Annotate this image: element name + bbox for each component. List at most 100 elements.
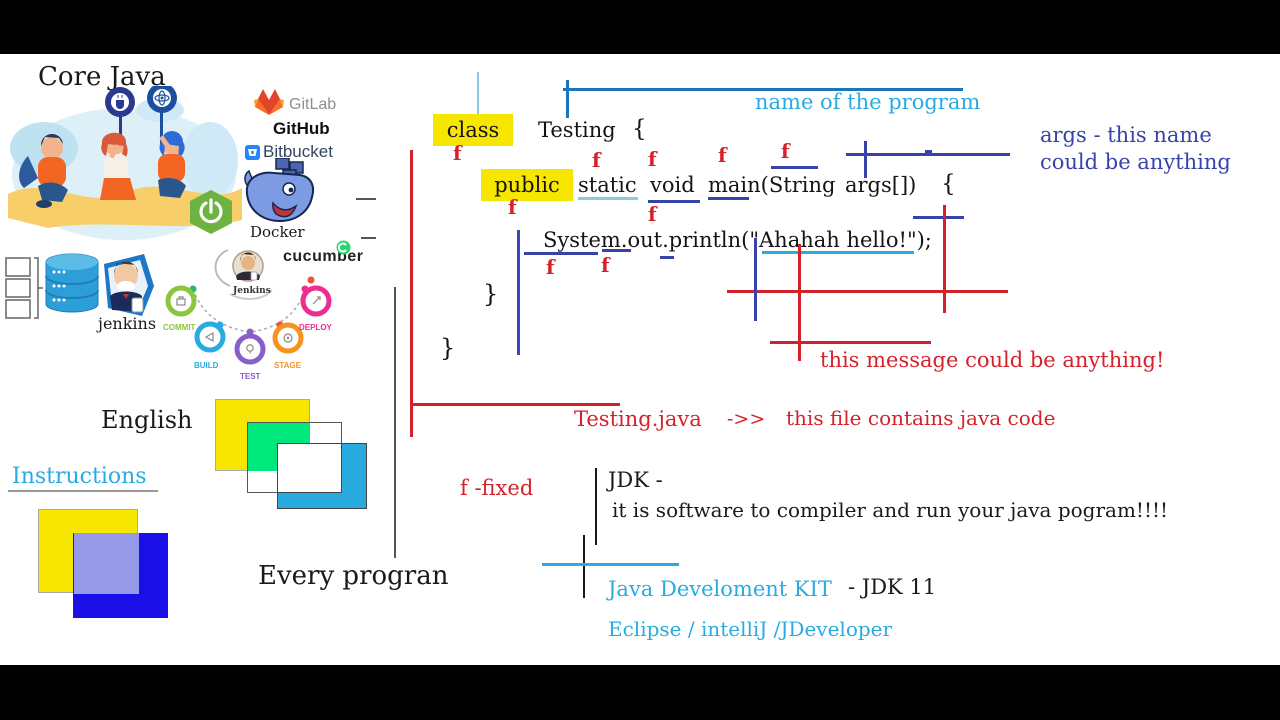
devops-step-label: BUILD	[194, 361, 219, 370]
annotation-stroke	[798, 244, 801, 361]
annotation-stroke	[648, 200, 700, 203]
person-right	[158, 131, 186, 198]
annotation-stroke	[410, 403, 620, 406]
note-name-of-program: name of the program	[755, 90, 981, 114]
devops-step-commit: COMMIT	[163, 285, 197, 332]
instructions-label: Instructions	[12, 464, 147, 489]
annotation-stroke	[524, 252, 598, 255]
jdk-full-name: Java Develoment KIT	[608, 577, 832, 601]
person-middle	[100, 132, 136, 200]
briefcase-icon	[176, 296, 186, 306]
open-brace-main: {	[941, 171, 956, 197]
annotation-stroke	[583, 535, 585, 598]
close-brace-outer: }	[440, 334, 456, 362]
annotation-stroke	[846, 153, 1010, 156]
annotation-stroke	[727, 290, 1008, 293]
annotation-stroke	[394, 287, 396, 558]
person-left	[36, 133, 68, 208]
annotation-stroke	[410, 150, 413, 437]
fixed-marker: f	[508, 195, 517, 219]
public-keyword: public	[494, 173, 560, 197]
annotation-stroke	[563, 88, 963, 91]
note-message: this message could be anything!	[820, 348, 1165, 372]
fixed-marker: f	[546, 255, 555, 279]
bitbucket-icon	[245, 145, 260, 160]
jenkins-center-label: Jenkins	[232, 286, 271, 296]
note-args-line2: could be anything	[1040, 150, 1231, 174]
annotation-stroke	[8, 490, 158, 492]
annotation-stroke	[864, 141, 867, 178]
fixed-marker: f	[601, 253, 610, 277]
square	[277, 443, 342, 493]
class-keyword: class	[446, 118, 500, 142]
annotation-stroke	[602, 249, 631, 252]
annotation-stroke	[660, 256, 674, 259]
swoosh-left	[214, 249, 231, 287]
devops-step-label: STAGE	[274, 361, 302, 370]
annotation-stroke	[754, 238, 757, 321]
devops-step-label: COMMIT	[163, 323, 196, 332]
annotation-stroke	[770, 341, 931, 344]
rocket-icon	[312, 296, 321, 305]
annotation-stroke	[477, 72, 479, 114]
class-name: Testing	[538, 118, 616, 142]
jdk-version: - JDK 11	[848, 575, 937, 599]
swoosh-right	[229, 289, 273, 300]
println-statement: System.out.println("Ahahah hello!");	[543, 228, 932, 252]
annotation-stroke	[356, 198, 376, 200]
annotation-stroke	[566, 80, 569, 118]
devops-step-label: DEPLOY	[299, 323, 333, 332]
args-token: args[])	[845, 173, 917, 197]
letterbox-bottom	[0, 665, 1280, 720]
ide-list: Eclipse / intelliJ /JDeveloper	[608, 617, 893, 641]
page-title: Core Java	[38, 62, 166, 92]
github-label: GitHub	[273, 119, 330, 138]
jenkins-label: jenkins	[98, 314, 157, 333]
jenkins-butler-icon	[104, 254, 154, 316]
documents-icon	[5, 257, 31, 319]
yellow-wave	[8, 186, 242, 228]
annotation-stroke	[771, 166, 818, 169]
jenkins-illustration	[5, 253, 154, 319]
java-paddle-icon	[105, 87, 135, 150]
fixed-marker: f	[718, 143, 727, 167]
devops-step-build: BUILD	[194, 321, 226, 370]
annotation-stroke	[762, 251, 914, 254]
annotation-stroke	[708, 197, 749, 200]
people-illustration	[8, 86, 242, 240]
devops-step-deploy: DEPLOY	[299, 285, 333, 332]
database-icon	[45, 253, 99, 313]
jenkins-portrait	[232, 250, 264, 282]
file-name: Testing.java	[574, 407, 702, 431]
class-keyword-highlight: class	[433, 114, 513, 146]
void-keyword: void	[650, 173, 695, 197]
target-icon	[283, 333, 293, 343]
devops-step-stage: STAGE	[272, 322, 304, 370]
pipeline-curve	[192, 288, 306, 333]
jdk-desc: it is software to compiler and run your …	[612, 498, 1169, 522]
spring-boot-icon	[190, 190, 232, 234]
fixed-marker: f	[648, 202, 657, 226]
english-label: English	[101, 406, 193, 434]
annotation-stroke	[517, 230, 520, 355]
devops-step-label: TEST	[240, 372, 261, 381]
annotation-stroke	[925, 150, 932, 154]
fixed-marker: f	[592, 148, 601, 172]
annotation-stroke	[595, 468, 597, 545]
annotation-stroke	[361, 237, 376, 239]
close-brace-inner: }	[483, 280, 499, 308]
file-desc: this file contains java code	[786, 406, 1056, 430]
main-signature: main(String	[708, 173, 836, 197]
bracket-line	[34, 257, 43, 319]
docker-label: Docker	[250, 223, 305, 241]
annotation-stroke	[578, 197, 638, 200]
open-brace-class: {	[632, 116, 647, 142]
cucumber-icon	[336, 240, 351, 255]
megaphone-icon	[204, 331, 214, 343]
square	[74, 533, 139, 594]
fixed-marker: f	[453, 141, 462, 165]
public-keyword-highlight: public	[481, 169, 573, 201]
file-arrow: ->>	[727, 408, 766, 430]
annotation-stroke	[943, 205, 946, 313]
